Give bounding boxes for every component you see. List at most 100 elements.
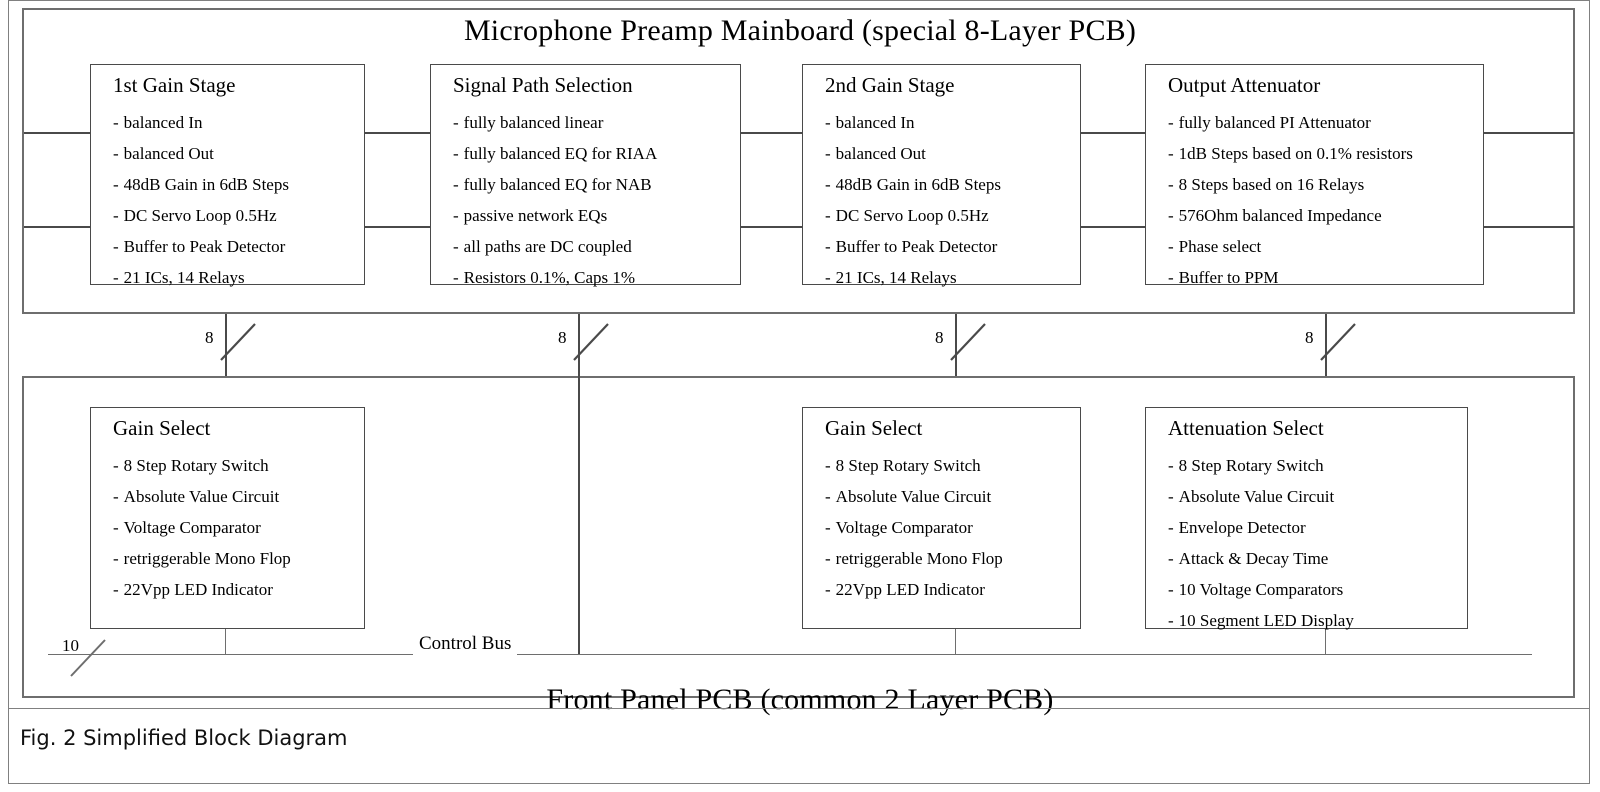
bullet-dash: - <box>113 175 119 194</box>
bullet-dash: - <box>113 580 119 599</box>
block-title: Gain Select <box>825 416 923 440</box>
block-item-list: -8 Step Rotary Switch -Absolute Value Ci… <box>825 450 1076 605</box>
bullet-dash: - <box>1168 456 1174 475</box>
block-item: -22Vpp LED Indicator <box>113 574 360 605</box>
block-item-label: passive network EQs <box>463 206 608 225</box>
block-item-label: balanced Out <box>835 144 926 163</box>
front-panel-pcb-frame <box>22 376 1575 698</box>
bullet-dash: - <box>825 456 831 475</box>
mainboard-pcb-frame <box>22 8 1575 314</box>
bullet-dash: - <box>453 237 459 256</box>
block-item-label: 48dB Gain in 6dB Steps <box>835 175 1001 194</box>
bus-slash-icon <box>950 323 986 361</box>
bullet-dash: - <box>113 237 119 256</box>
bullet-dash: - <box>1168 175 1174 194</box>
block-item: -8 Step Rotary Switch <box>113 450 360 481</box>
block-2nd-gain-stage: 2nd Gain Stage -balanced In -balanced Ou… <box>802 64 1081 287</box>
block-item: -21 ICs, 14 Relays <box>113 262 360 293</box>
bullet-dash: - <box>1168 268 1174 287</box>
block-item-label: 8 Steps based on 16 Relays <box>1178 175 1365 194</box>
block-item-label: Buffer to Peak Detector <box>835 237 998 256</box>
page-border <box>8 0 1590 784</box>
mainboard-title: Microphone Preamp Mainboard (special 8-L… <box>463 14 1137 47</box>
bullet-dash: - <box>113 144 119 163</box>
block-item: -fully balanced linear <box>453 107 736 138</box>
block-item-label: Absolute Value Circuit <box>1178 487 1335 506</box>
bullet-dash: - <box>825 113 831 132</box>
block-item-list: -balanced In -balanced Out -48dB Gain in… <box>113 107 360 293</box>
block-item-label: Absolute Value Circuit <box>123 487 280 506</box>
block-item: -retriggerable Mono Flop <box>825 543 1076 574</box>
bus-line-2 <box>578 314 580 654</box>
block-item-label: 10 Voltage Comparators <box>1178 580 1344 599</box>
block-item: -48dB Gain in 6dB Steps <box>113 169 360 200</box>
block-item: -576Ohm balanced Impedance <box>1168 200 1479 231</box>
block-item: -Absolute Value Circuit <box>1168 481 1463 512</box>
block-item-label: balanced In <box>123 113 203 132</box>
block-item: -balanced In <box>825 107 1076 138</box>
block-title: Signal Path Selection <box>453 73 633 97</box>
control-bus-width-label: 10 <box>62 636 79 655</box>
figure-caption: Fig. 2 Simplified Block Diagram <box>20 726 348 750</box>
block-item-label: 576Ohm balanced Impedance <box>1178 206 1382 225</box>
block-item-list: -8 Step Rotary Switch -Absolute Value Ci… <box>113 450 360 605</box>
bullet-dash: - <box>113 456 119 475</box>
block-item-label: Envelope Detector <box>1178 518 1306 537</box>
bus-slash-icon <box>220 323 256 361</box>
bullet-dash: - <box>453 268 459 287</box>
control-bus-drop-gain2 <box>955 629 956 655</box>
bullet-dash: - <box>825 487 831 506</box>
block-item-label: 10 Segment LED Display <box>1178 611 1354 630</box>
caption-divider <box>8 708 1590 709</box>
block-item-list: -fully balanced linear -fully balanced E… <box>453 107 736 293</box>
block-item-label: 48dB Gain in 6dB Steps <box>123 175 289 194</box>
block-item: -8 Step Rotary Switch <box>1168 450 1463 481</box>
block-item-label: fully balanced EQ for RIAA <box>463 144 658 163</box>
bus-width-label: 8 <box>558 328 567 347</box>
block-item-label: balanced Out <box>123 144 214 163</box>
bullet-dash: - <box>1168 580 1174 599</box>
block-item: -balanced Out <box>825 138 1076 169</box>
block-item-label: 22Vpp LED Indicator <box>835 580 985 599</box>
block-item-label: 21 ICs, 14 Relays <box>123 268 245 287</box>
block-item: -Voltage Comparator <box>113 512 360 543</box>
block-item-label: DC Servo Loop 0.5Hz <box>123 206 277 225</box>
block-item-label: DC Servo Loop 0.5Hz <box>835 206 989 225</box>
block-gain-select-1: Gain Select -8 Step Rotary Switch -Absol… <box>90 407 365 629</box>
bus-width-label: 8 <box>935 328 944 347</box>
block-item-label: 8 Step Rotary Switch <box>835 456 981 475</box>
bullet-dash: - <box>453 206 459 225</box>
wire-path-to-gain2-hot <box>740 132 803 134</box>
block-item-label: Resistors 0.1%, Caps 1% <box>463 268 636 287</box>
control-bus-label: Control Bus <box>413 633 518 655</box>
control-bus-line <box>48 654 1532 655</box>
bullet-dash: - <box>825 268 831 287</box>
bus-line-3 <box>955 314 957 376</box>
block-signal-path-selection: Signal Path Selection -fully balanced li… <box>430 64 741 287</box>
block-item-label: Buffer to PPM <box>1178 268 1279 287</box>
block-title: Output Attenuator <box>1168 73 1321 97</box>
control-bus-drop-gain1 <box>225 629 226 655</box>
block-item-label: Absolute Value Circuit <box>835 487 992 506</box>
block-title: Attenuation Select <box>1168 416 1324 440</box>
block-output-attenuator: Output Attenuator -fully balanced PI Att… <box>1145 64 1484 287</box>
block-item: -8 Step Rotary Switch <box>825 450 1076 481</box>
block-item-list: -fully balanced PI Attenuator -1dB Steps… <box>1168 107 1479 293</box>
block-item: -Attack & Decay Time <box>1168 543 1463 574</box>
block-item: -all paths are DC coupled <box>453 231 736 262</box>
block-item: -Phase select <box>1168 231 1479 262</box>
bullet-dash: - <box>825 206 831 225</box>
bullet-dash: - <box>453 175 459 194</box>
control-bus-drop-atten <box>1325 629 1326 655</box>
bullet-dash: - <box>825 237 831 256</box>
bullet-dash: - <box>825 518 831 537</box>
bullet-dash: - <box>1168 144 1174 163</box>
bullet-dash: - <box>113 206 119 225</box>
block-item-label: retriggerable Mono Flop <box>835 549 1003 568</box>
block-item: -8 Steps based on 16 Relays <box>1168 169 1479 200</box>
block-item-list: -8 Step Rotary Switch -Absolute Value Ci… <box>1168 450 1463 636</box>
bullet-dash: - <box>113 487 119 506</box>
block-item-label: 22Vpp LED Indicator <box>123 580 273 599</box>
block-item: -Buffer to Peak Detector <box>113 231 360 262</box>
